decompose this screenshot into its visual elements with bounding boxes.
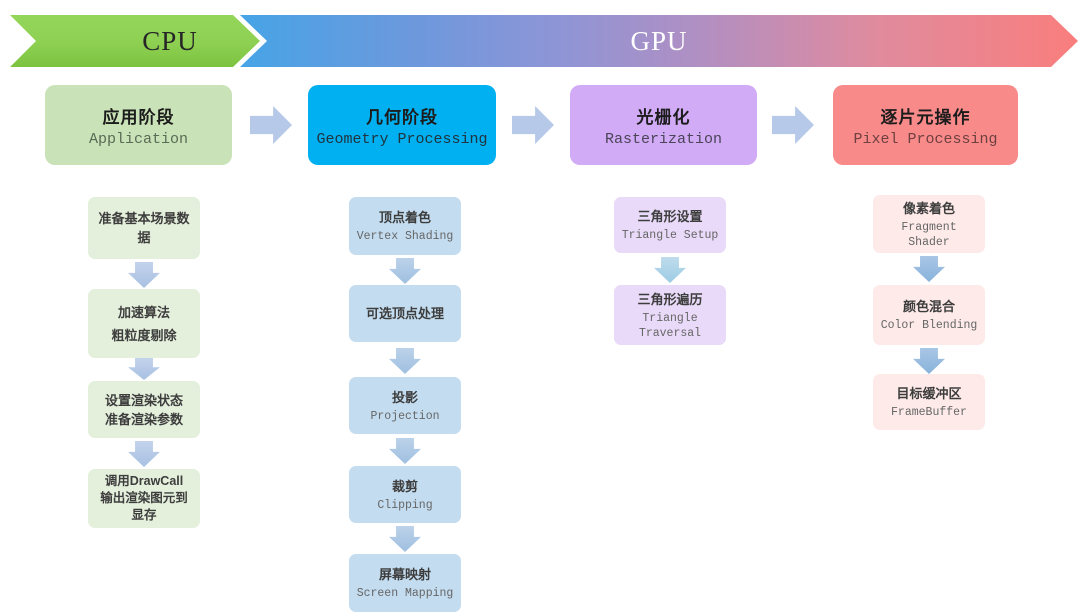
- step-box-screen-mapping: 屏幕映射 Screen Mapping: [349, 554, 461, 612]
- step-box-color-blending: 颜色混合 Color Blending: [873, 285, 985, 345]
- down-arrow-icon: [389, 438, 421, 464]
- gpu-banner-label: GPU: [630, 25, 688, 56]
- down-arrow-icon: [128, 441, 160, 467]
- stage-box-rasterization: 光栅化 Rasterization: [570, 85, 757, 165]
- step-label-zh: 投影: [391, 389, 418, 405]
- step-label-zh: 颜色混合: [902, 299, 955, 314]
- step-box-triangle-setup: 三角形设置 Triangle Setup: [614, 197, 726, 253]
- step-label-zh: 顶点着色: [378, 210, 431, 225]
- stage-title-en: Rasterization: [604, 130, 723, 148]
- down-arrow-icon: [913, 348, 945, 374]
- step-label-zh: 可选顶点处理: [365, 306, 444, 321]
- step-label-zh: 调用DrawCall 输出渲染图元到 显存: [100, 474, 188, 522]
- step-label-en: Color Blending: [880, 319, 978, 332]
- step-box-projection: 投影 Projection: [349, 377, 461, 434]
- down-arrow-icon: [128, 358, 160, 380]
- gpu-banner: GPU: [240, 15, 1078, 67]
- step-box-triangle-traversal: 三角形遍历 Triangle Traversal: [614, 285, 726, 345]
- stage-title-zh: 逐片元操作: [880, 107, 971, 127]
- cpu-banner: CPU: [10, 15, 260, 67]
- right-arrow-icon: [512, 106, 554, 144]
- step-label-zh: 加速算法 粗粒度剔除: [111, 304, 177, 343]
- stage-title-zh: 光栅化: [636, 107, 691, 127]
- step-label-en: Clipping: [377, 498, 433, 512]
- stage-box-pixel-processing: 逐片元操作 Pixel Processing: [833, 85, 1018, 165]
- step-label-en: Triangle Traversal: [638, 311, 702, 340]
- stage-box-application: 应用阶段 Application: [45, 85, 232, 165]
- step-label-zh: 裁剪: [391, 478, 418, 494]
- step-label-en: FrameBuffer: [891, 406, 967, 419]
- down-arrow-icon: [913, 256, 945, 282]
- step-box-fragment-shader: 像素着色 Fragment Shader: [873, 195, 985, 253]
- step-label-zh: 三角形遍历: [637, 291, 703, 307]
- step-box-prepare-scene-data: 准备基本场景数 据: [88, 197, 200, 259]
- step-box-render-state: 设置渲染状态 准备渲染参数: [88, 381, 200, 438]
- step-label-en: Projection: [370, 409, 440, 423]
- step-box-clipping: 裁剪 Clipping: [349, 466, 461, 523]
- step-label-zh: 三角形设置: [637, 209, 703, 224]
- step-label-zh: 像素着色: [902, 200, 955, 216]
- stage-title-zh: 应用阶段: [102, 107, 175, 127]
- stage-box-geometry: 几何阶段 Geometry Processing: [308, 85, 496, 165]
- down-arrow-icon: [389, 348, 421, 374]
- step-box-drawcall: 调用DrawCall 输出渲染图元到 显存: [88, 469, 200, 528]
- down-arrow-icon: [128, 262, 160, 288]
- down-arrow-icon: [389, 258, 421, 284]
- step-label-en: Screen Mapping: [356, 587, 454, 600]
- cpu-banner-label: CPU: [142, 25, 198, 56]
- step-label-zh: 准备基本场景数 据: [98, 211, 190, 245]
- down-arrow-icon: [389, 526, 421, 552]
- step-label-zh: 屏幕映射: [378, 567, 431, 582]
- step-label-zh: 设置渲染状态 准备渲染参数: [104, 392, 183, 427]
- down-arrow-icon: [654, 257, 686, 283]
- stage-title-en: Application: [88, 130, 189, 148]
- stage-title-zh: 几何阶段: [366, 107, 438, 127]
- step-label-zh: 目标缓冲区: [896, 386, 962, 401]
- step-box-optional-vertex-processing: 可选顶点处理: [349, 285, 461, 342]
- step-label-en: Vertex Shading: [356, 230, 454, 243]
- stage-title-en: Pixel Processing: [853, 130, 998, 148]
- right-arrow-icon: [772, 106, 814, 144]
- step-label-en: Triangle Setup: [621, 229, 719, 242]
- step-box-acceleration-culling: 加速算法 粗粒度剔除: [88, 289, 200, 358]
- step-box-vertex-shading: 顶点着色 Vertex Shading: [349, 197, 461, 255]
- right-arrow-icon: [250, 106, 292, 144]
- step-label-en: Fragment Shader: [901, 220, 957, 249]
- step-box-framebuffer: 目标缓冲区 FrameBuffer: [873, 374, 985, 430]
- stage-title-en: Geometry Processing: [316, 130, 488, 148]
